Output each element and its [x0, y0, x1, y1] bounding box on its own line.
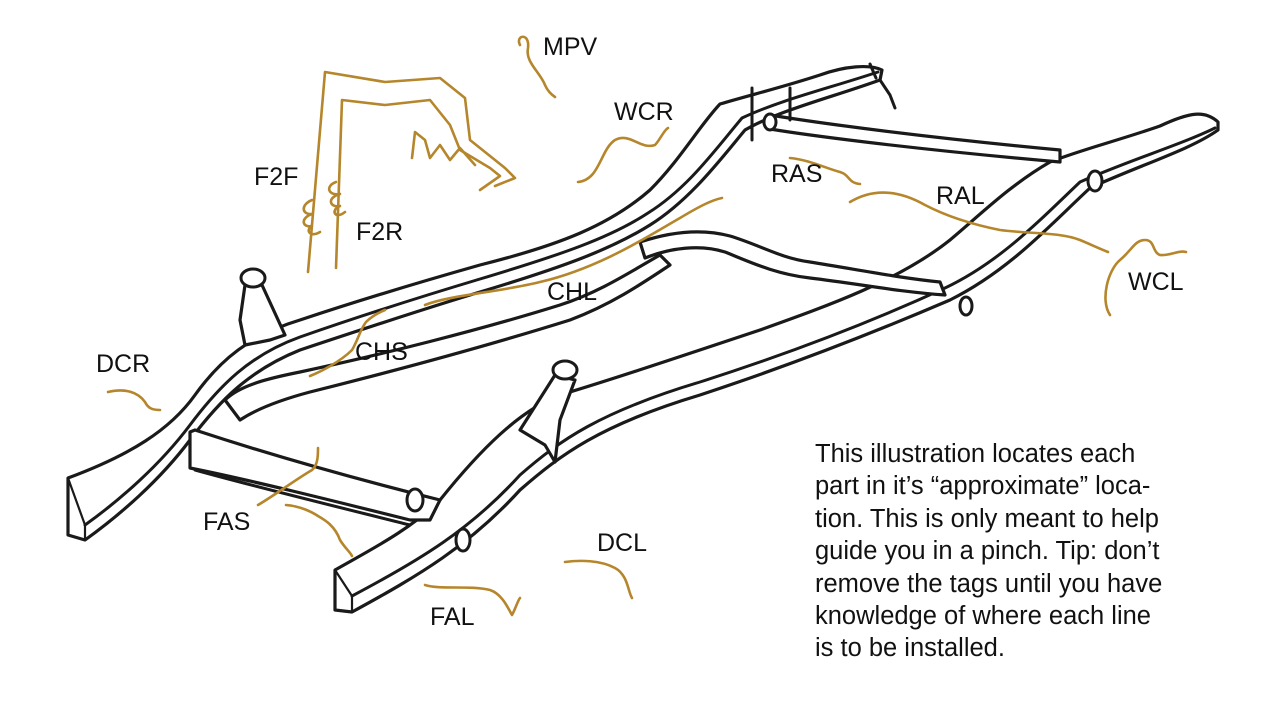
frame-hole — [1086, 169, 1104, 193]
wcl-line — [1104, 238, 1188, 317]
rear-tube-end — [762, 112, 778, 132]
f2-line-outer — [306, 70, 517, 274]
front-crossmember-lower — [193, 468, 412, 527]
note-line: This illustration locates each — [815, 440, 1136, 468]
part-labels: MPV WCR F2F F2R RAS RAL CHL WCL CHS DCR … — [96, 33, 1184, 631]
right-rail-inner-edge — [83, 70, 880, 527]
dcr-line — [106, 389, 162, 412]
note-line: tion. This is only meant to help — [815, 504, 1159, 533]
explanatory-note: This illustration locates each part in i… — [815, 438, 1215, 665]
left-shock-tower — [518, 359, 579, 464]
label-ral: RAL — [936, 182, 985, 210]
left-rail-inner-edge — [350, 126, 1217, 598]
left-rail-web — [333, 568, 354, 614]
dcl-line — [563, 559, 634, 600]
wcr-line — [576, 126, 670, 184]
frame-hole — [958, 295, 974, 317]
label-chl: CHL — [547, 278, 597, 306]
rear-channel-end — [868, 62, 897, 110]
fas-line — [256, 446, 320, 507]
ral-line — [848, 191, 1110, 254]
chs-line — [308, 308, 387, 378]
frame-hole — [454, 527, 472, 553]
label-dcr: DCR — [96, 350, 150, 378]
mpv-line — [517, 35, 557, 99]
rear-crossmember — [638, 230, 947, 297]
ras-line — [788, 156, 862, 186]
note-line: part in it’s “approximate” loca- — [815, 472, 1151, 501]
right-frame-rail — [66, 65, 884, 542]
f2r-coil — [327, 180, 347, 217]
frame-hole — [405, 487, 425, 513]
right-rail-web — [66, 476, 87, 542]
brake-lines — [106, 35, 1188, 617]
center-crossmember — [223, 253, 672, 422]
label-wcr: WCR — [614, 98, 674, 126]
rear-hanger-bracket — [750, 86, 792, 142]
label-fal: FAL — [430, 603, 475, 631]
f2-line-branch — [410, 130, 477, 167]
f2-line-inner — [334, 98, 502, 270]
note-line: remove the tags until you have — [815, 569, 1163, 598]
note-line: knowledge of where each line — [815, 602, 1151, 631]
rear-tube-crossmember — [762, 113, 1062, 164]
fas-squiggle — [284, 503, 354, 558]
label-f2r: F2R — [356, 218, 403, 246]
right-shock-tower — [238, 267, 287, 347]
note-line: is to be installed. — [815, 634, 1005, 663]
label-f2f: F2F — [254, 163, 298, 191]
label-chs: CHS — [355, 338, 408, 366]
note-line: guide you in a pinch. Tip: don’t — [815, 537, 1160, 566]
label-wcl: WCL — [1128, 268, 1184, 296]
label-dcl: DCL — [597, 529, 647, 557]
front-crossmember — [188, 428, 442, 522]
fal-line — [423, 583, 522, 617]
f2f-coil — [302, 198, 322, 236]
label-mpv: MPV — [543, 33, 598, 61]
chassis-frame — [66, 62, 1220, 614]
label-ras: RAS — [771, 160, 822, 188]
label-fas: FAS — [203, 508, 250, 536]
chl-line — [423, 196, 724, 307]
